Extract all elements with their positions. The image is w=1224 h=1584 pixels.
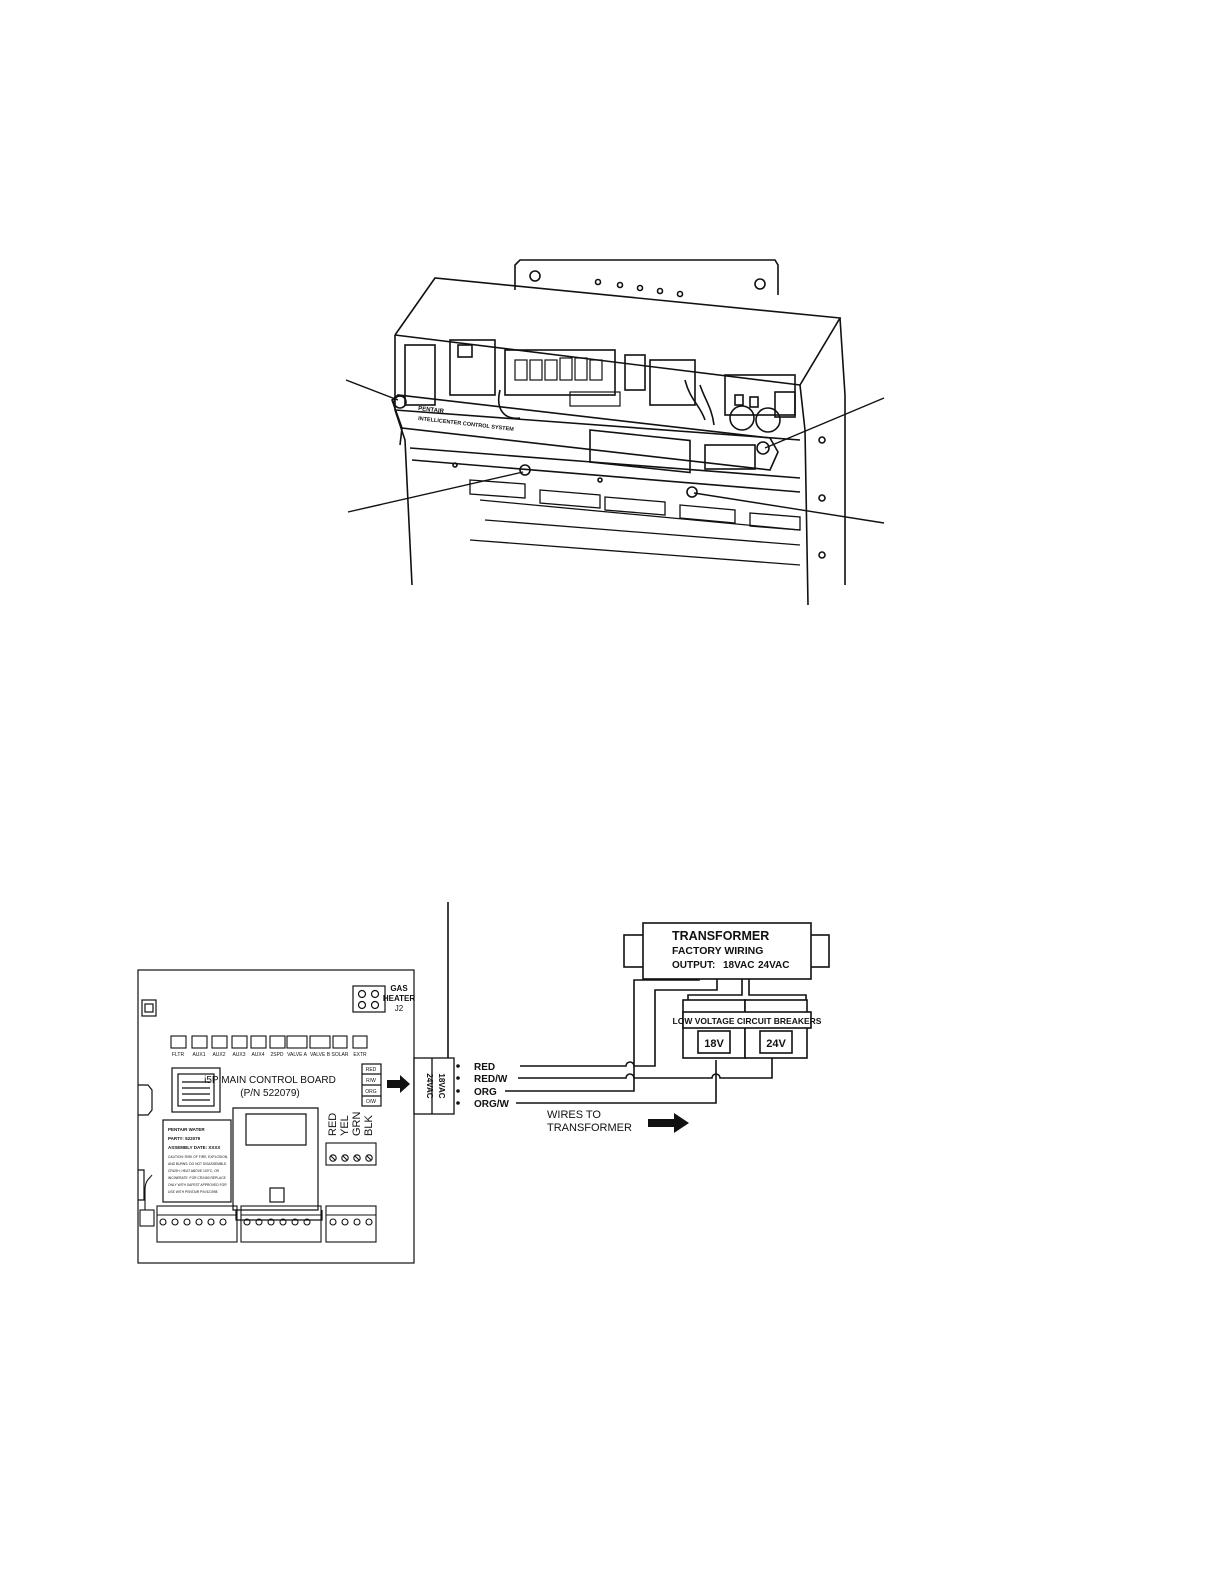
board-title: i5P MAIN CONTROL BOARD [204, 1075, 336, 1086]
aux-label-aux1: AUX1 [192, 1052, 205, 1058]
board-sticker: PENTAIR WATER PART#: 522079 ASSEMBLY DAT… [168, 1127, 228, 1194]
small-conn-label-rw: R/W [366, 1078, 376, 1084]
plug-arrow-icon [387, 1075, 410, 1093]
wire-label-red-w: RED/W [474, 1074, 508, 1085]
enclosure-figure [391, 259, 846, 606]
sticker-line: CRUSH, HEAT ABOVE 100°C, OR [168, 1169, 220, 1173]
callout-leaders [345, 379, 885, 524]
wire-label-org: ORG [474, 1087, 497, 1098]
transformer-box [623, 922, 830, 980]
aux-label-aux2: AUX2 [212, 1052, 225, 1058]
main-control-board [137, 969, 415, 1264]
color-label-grn: GRN [351, 1112, 363, 1137]
bottom-terminal-strips [139, 1174, 377, 1243]
low-voltage-breakers [682, 999, 812, 1059]
wire-label-red: RED [474, 1062, 495, 1073]
breakers-title: LOW VOLTAGE CIRCUIT BREAKERS [673, 1016, 822, 1026]
aux-label-aux3: AUX3 [232, 1052, 245, 1058]
power-plug [413, 1057, 455, 1115]
sticker-line: AND BURNS. DO NOT DISASSEMBLE, [168, 1162, 227, 1166]
gas-heater-label-3: J2 [395, 1004, 404, 1013]
aux-label-solar: SOLAR [332, 1052, 349, 1058]
gas-heater-label-2: HEATER [383, 994, 416, 1003]
wires-note-line1: WIRES TO [547, 1109, 601, 1121]
faceplate-brand: PENTAIR [418, 406, 445, 415]
aux-label-valve-a: VALVE A [287, 1052, 307, 1058]
color-labels: RED YEL GRN BLK [327, 1112, 375, 1137]
plug-label-24vac: 24VAC [425, 1073, 434, 1098]
sticker-line: CAUTION: RISK OF FIRE, EXPLOSION, [168, 1155, 228, 1159]
aux-label-aux4: AUX4 [251, 1052, 264, 1058]
arrow-right-icon [648, 1113, 689, 1133]
breaker-24v: 24V [766, 1038, 786, 1050]
sticker-line: USE WITH PENTAIR P/N 521998 [168, 1190, 218, 1194]
plug-label-18vac: 18VAC [437, 1073, 446, 1098]
aux-label-fltr: FLTR [172, 1052, 185, 1058]
aux-labels: FLTR AUX1 AUX2 AUX3 AUX4 2SPD VALVE A VA… [172, 1052, 367, 1058]
sticker-line: PENTAIR WATER [168, 1127, 205, 1132]
transformer-subtitle: FACTORY WIRING [672, 945, 763, 957]
color-label-blk: BLK [363, 1115, 375, 1136]
sticker-line: ASSEMBLY DATE: XXXX [168, 1145, 220, 1150]
transformer-output-18: 18VAC [723, 960, 755, 971]
sticker-line: INCINERATE. FOR CR2450 REPLACE [168, 1176, 227, 1180]
color-label-yel: YEL [339, 1115, 351, 1136]
transformer-title: TRANSFORMER [672, 929, 769, 943]
wires-note-line2: TRANSFORMER [547, 1122, 632, 1134]
aux-label-valve-b: VALVE B [310, 1052, 331, 1058]
aux-label-2spd: 2SPD [270, 1052, 283, 1058]
plug-pins [456, 1064, 460, 1105]
small-conn-label-ow: O/W [366, 1099, 376, 1105]
sticker-line: ONLY WITH SAFEST APPROVED FOR [168, 1183, 227, 1187]
small-conn-label-red: RED [366, 1067, 377, 1073]
aux-connector-row [170, 1035, 368, 1049]
aux-label-extr: EXTR [353, 1052, 367, 1058]
gas-heater-label-1: GAS [390, 984, 408, 993]
transformer-output-24: 24VAC [758, 960, 790, 971]
breaker-18v: 18V [704, 1038, 724, 1050]
transformer-output-prefix: OUTPUT: [672, 960, 715, 971]
small-conn-label-org: ORG [365, 1089, 377, 1095]
wire-label-org-w: ORG/W [474, 1099, 510, 1110]
board-part-number: (P/N 522079) [240, 1088, 299, 1099]
color-terminal [325, 1142, 377, 1166]
sticker-line: PART#: 522079 [168, 1136, 201, 1141]
color-label-red: RED [327, 1113, 339, 1136]
